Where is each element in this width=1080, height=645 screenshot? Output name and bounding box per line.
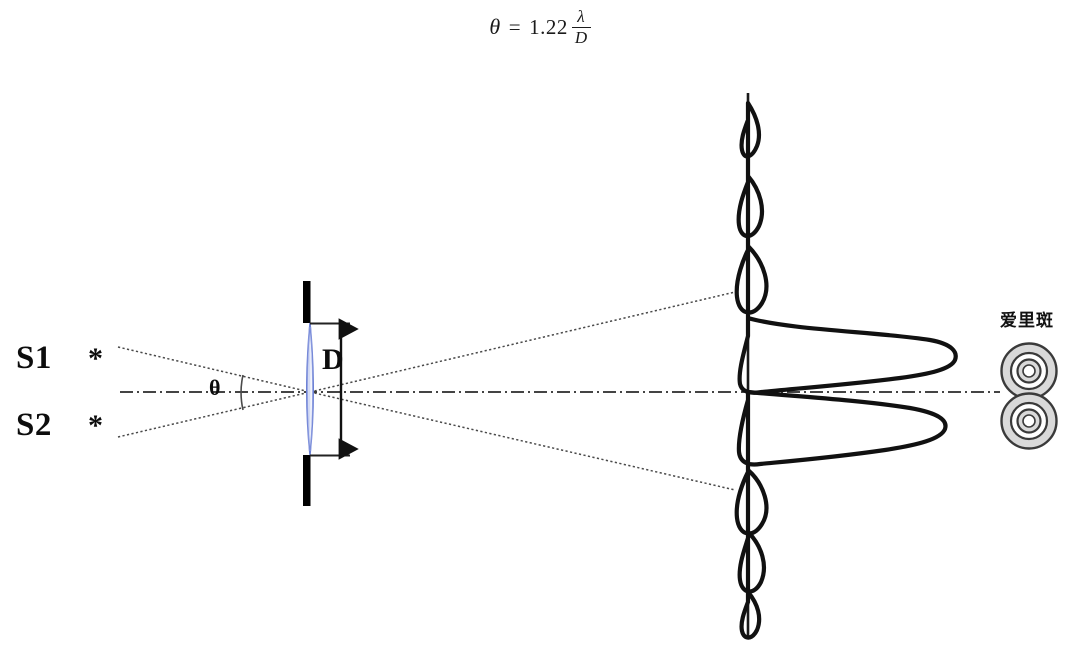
lens-highlight-right	[310, 326, 313, 452]
ray-from-s2	[117, 391, 311, 438]
airy-disk-1-core	[1022, 364, 1036, 378]
lens-highlight-left	[307, 326, 310, 452]
intensity-curve-source-1	[734, 100, 958, 395]
ray-from-s1	[117, 346, 311, 393]
aperture-dimension	[310, 318, 359, 460]
ray-to-lower-image	[309, 391, 736, 491]
aperture-bar-bottom	[303, 455, 311, 506]
airy-disk-pattern	[1000, 342, 1058, 450]
airy-disk-2-core	[1022, 414, 1036, 428]
ray-to-upper-image	[309, 291, 736, 393]
intensity-curve-source-2	[734, 389, 948, 640]
incoming-rays	[117, 346, 311, 438]
lens	[306, 322, 314, 456]
outgoing-rays	[309, 291, 736, 491]
theta-arc	[240, 374, 244, 411]
aperture-bar-top	[303, 281, 311, 323]
